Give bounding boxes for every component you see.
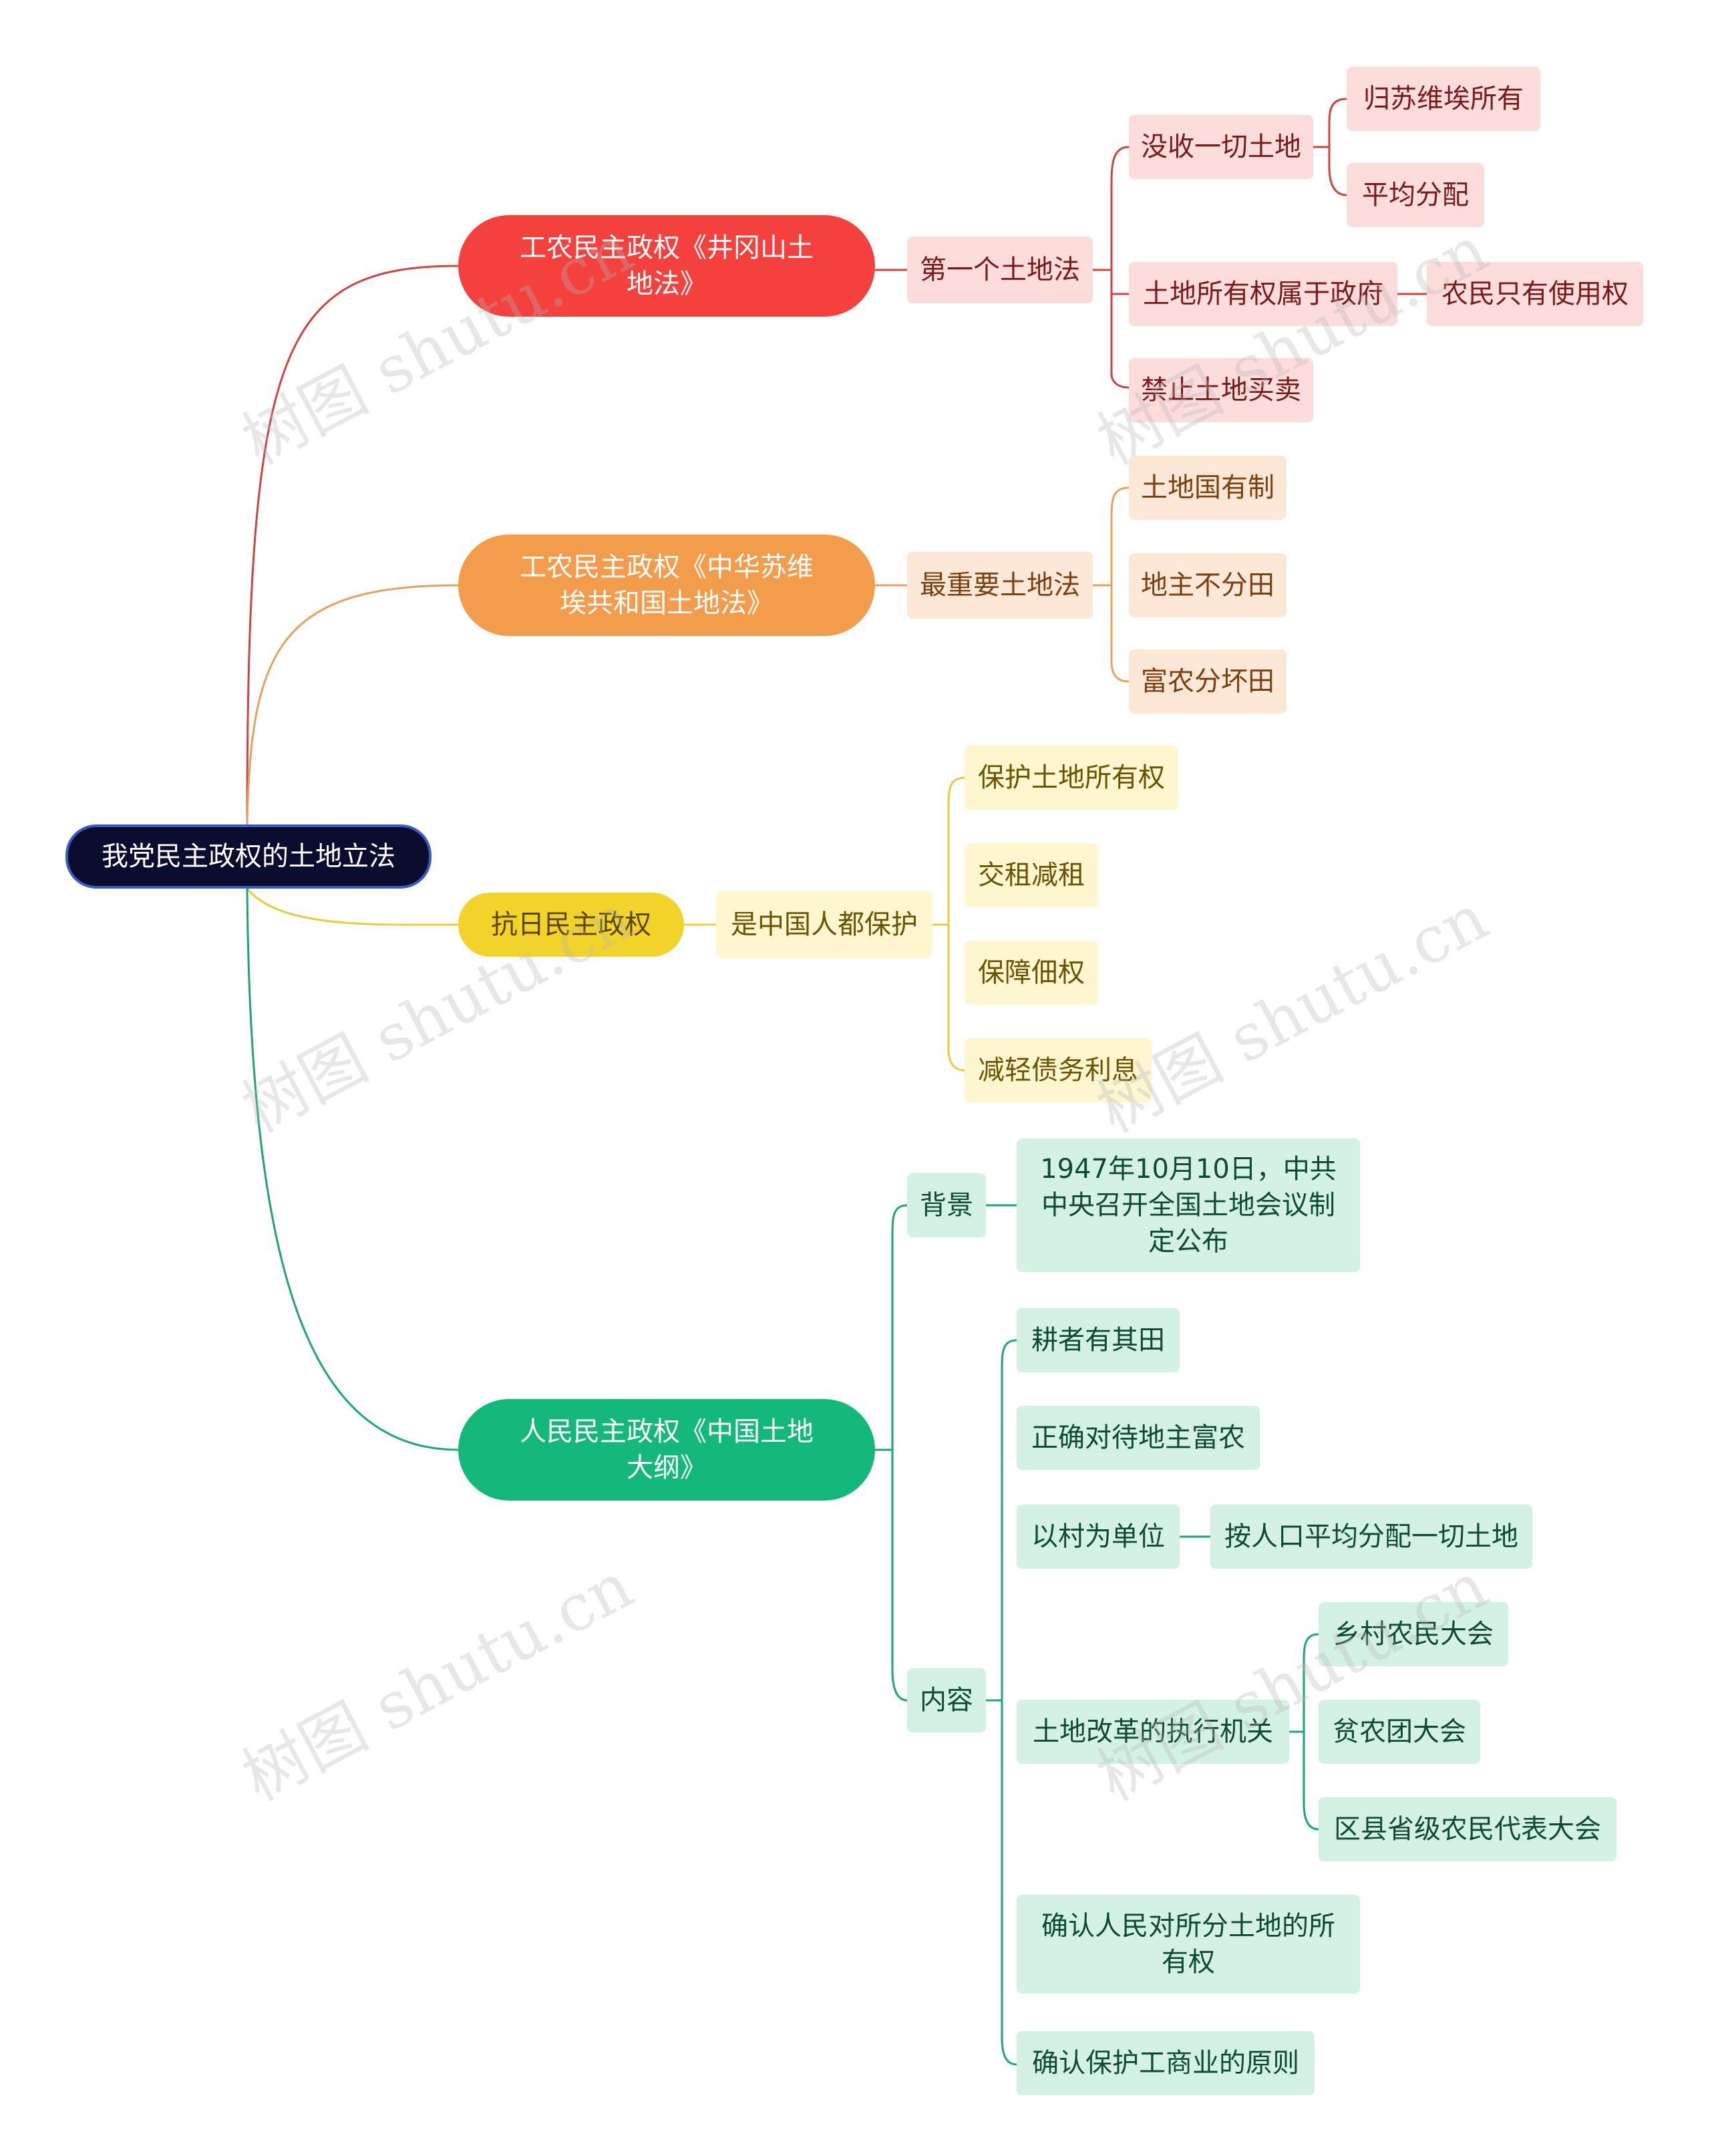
bracket-b1-c1	[1328, 98, 1347, 196]
leaf-use-right-only[interactable]: 农民只有使用权	[1427, 262, 1643, 326]
leaf-label: 减轻债务利息	[978, 1055, 1138, 1086]
leaf-label: 土地所有权属于政府	[1143, 279, 1383, 309]
leaf-label: 农民只有使用权	[1441, 279, 1629, 309]
sub-most-important[interactable]: 最重要土地法	[907, 552, 1093, 619]
leaf-label: 归苏维埃所有	[1363, 84, 1524, 114]
bracket-b1	[1110, 146, 1130, 389]
leaf-no-land-trade[interactable]: 禁止土地买卖	[1129, 358, 1313, 422]
leaf-village-unit[interactable]: 以村为单位	[1017, 1505, 1180, 1569]
leaf-tenancy-rights[interactable]: 保障佃权	[965, 941, 1098, 1005]
bracket-b3	[947, 776, 965, 1072]
leaf-label: 保障佃权	[978, 957, 1085, 988]
sub-label: 最重要土地法	[920, 570, 1080, 601]
leaf-rent-reduction[interactable]: 交租减租	[965, 843, 1098, 907]
branch-label: 工农民主政权《中华苏维埃共和国土地法》	[520, 552, 814, 619]
sub-first-land-law[interactable]: 第一个土地法	[907, 237, 1093, 303]
root-node[interactable]: 我党民主政权的土地立法	[65, 824, 432, 889]
leaf-treat-landlords[interactable]: 正确对待地主富农	[1017, 1406, 1260, 1470]
leaf-label: 按人口平均分配一切土地	[1224, 1521, 1518, 1552]
leaf-label: 土地改革的执行机关	[1033, 1716, 1273, 1747]
leaf-label: 正确对待地主富农	[1031, 1422, 1245, 1453]
leaf-label: 确认人民对所分土地的所有权	[1041, 1911, 1335, 1978]
leaf-land-to-tiller[interactable]: 耕者有其田	[1017, 1308, 1180, 1372]
link-root-b3	[246, 888, 459, 926]
leaf-label: 区县省级农民代表大会	[1334, 1814, 1601, 1845]
leaf-label: 富农分坏田	[1141, 666, 1274, 697]
bracket-content	[1001, 1339, 1017, 2066]
leaf-label: 耕者有其田	[1031, 1325, 1165, 1356]
leaf-protect-ownership[interactable]: 保护土地所有权	[965, 746, 1178, 810]
branch-soviet-land-law[interactable]: 工农民主政权《中华苏维埃共和国土地法》	[458, 534, 875, 636]
bracket-b2	[1110, 486, 1130, 683]
sub-protect-all-chinese[interactable]: 是中国人都保护	[716, 891, 932, 958]
leaf-poor-peasant-assembly[interactable]: 贫农团大会	[1319, 1700, 1480, 1764]
leaf-label: 禁止土地买卖	[1141, 375, 1301, 406]
sub-label: 内容	[920, 1685, 973, 1716]
leaf-equal-distribution[interactable]: 平均分配	[1347, 163, 1484, 227]
leaf-peasant-congress[interactable]: 区县省级农民代表大会	[1319, 1797, 1616, 1861]
branch-jinggangshan[interactable]: 工农民主政权《井冈山土地法》	[458, 215, 875, 317]
leaf-debt-interest[interactable]: 减轻债务利息	[965, 1038, 1152, 1102]
leaf-govt-ownership[interactable]: 土地所有权属于政府	[1129, 262, 1397, 326]
link-root-b2	[246, 584, 459, 825]
leaf-label: 以村为单位	[1031, 1521, 1165, 1552]
link-root-b1	[246, 265, 459, 825]
sub-label: 背景	[920, 1190, 973, 1221]
leaf-label: 确认保护工商业的原则	[1032, 2048, 1299, 2078]
leaf-state-ownership[interactable]: 土地国有制	[1129, 456, 1287, 520]
bracket-b4	[891, 1204, 908, 1702]
leaf-soviet-owned[interactable]: 归苏维埃所有	[1347, 67, 1540, 131]
leaf-label: 1947年10月10日，中共中央召开全国土地会议制定公布	[1040, 1154, 1337, 1257]
leaf-confirm-ownership[interactable]: 确认人民对所分土地的所有权	[1017, 1895, 1360, 1994]
leaf-rich-peasant-bad-land[interactable]: 富农分坏田	[1129, 649, 1287, 714]
leaf-label: 土地国有制	[1141, 472, 1274, 503]
leaf-label: 乡村农民大会	[1333, 1619, 1494, 1650]
root-label: 我党民主政权的土地立法	[102, 841, 395, 872]
leaf-label: 平均分配	[1362, 180, 1469, 210]
branch-land-outline[interactable]: 人民民主政权《中国土地大纲》	[458, 1399, 875, 1501]
leaf-label: 没收一切土地	[1141, 132, 1301, 162]
leaf-landlord-no-land[interactable]: 地主不分田	[1129, 553, 1287, 617]
sub-content[interactable]: 内容	[907, 1668, 986, 1732]
sub-background[interactable]: 背景	[907, 1173, 986, 1237]
branch-label: 人民民主政权《中国土地大纲》	[520, 1416, 814, 1483]
bracket-organ	[1303, 1633, 1319, 1831]
leaf-reform-organs[interactable]: 土地改革的执行机关	[1017, 1700, 1289, 1764]
leaf-label: 交租减租	[978, 860, 1085, 891]
leaf-background-detail[interactable]: 1947年10月10日，中共中央召开全国土地会议制定公布	[1017, 1138, 1360, 1272]
branch-anti-japanese[interactable]: 抗日民主政权	[458, 893, 684, 957]
leaf-label: 贫农团大会	[1333, 1716, 1466, 1747]
sub-label: 是中国人都保护	[731, 909, 918, 940]
leaf-label: 保护土地所有权	[978, 762, 1165, 793]
leaf-village-assembly[interactable]: 乡村农民大会	[1319, 1602, 1508, 1666]
branch-label: 抗日民主政权	[491, 909, 651, 940]
leaf-label: 地主不分田	[1141, 570, 1274, 601]
leaf-confiscate-land[interactable]: 没收一切土地	[1129, 115, 1313, 179]
link-root-b4	[246, 888, 459, 1451]
sub-label: 第一个土地法	[920, 255, 1080, 285]
branch-label: 工农民主政权《井冈山土地法》	[520, 233, 814, 299]
leaf-per-capita-distribution[interactable]: 按人口平均分配一切土地	[1210, 1505, 1532, 1569]
leaf-protect-commerce[interactable]: 确认保护工商业的原则	[1017, 2031, 1315, 2095]
